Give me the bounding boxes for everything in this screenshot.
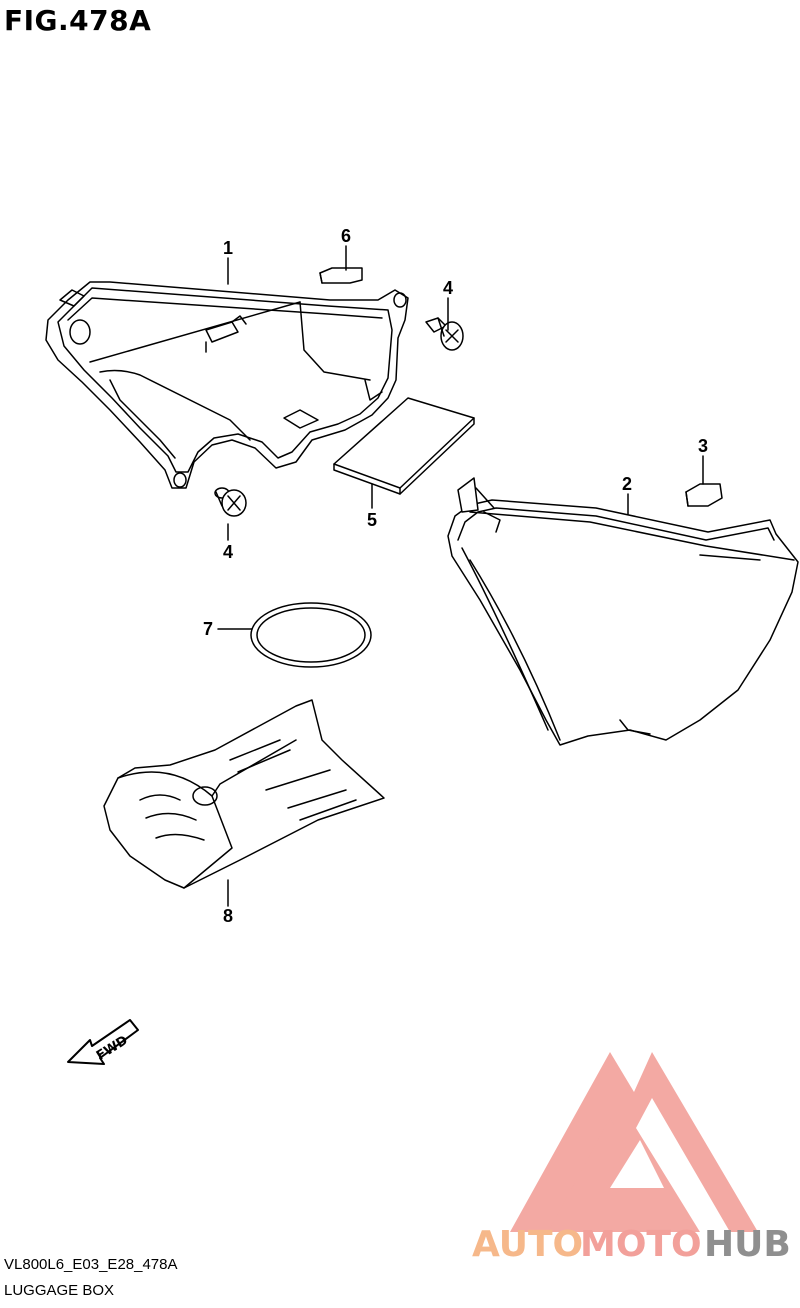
callout-4-lower: 4 (223, 542, 233, 562)
part-3-plate[interactable] (685, 483, 723, 507)
part-4-bolt-lower[interactable] (214, 487, 247, 517)
part-4-bolt-upper[interactable] (425, 317, 464, 351)
part-6-pad[interactable] (319, 267, 363, 284)
svg-text:AUTO: AUTO (472, 1224, 583, 1265)
callout-1: 1 (223, 238, 233, 258)
callout-4-upper: 4 (443, 278, 453, 298)
part-8-cover[interactable] (103, 699, 385, 889)
diagram-code: VL800L6_E03_E28_478A (4, 1256, 178, 1273)
part-7-ring[interactable] (250, 602, 372, 668)
callout-8: 8 (223, 906, 233, 926)
callout-7: 7 (203, 619, 213, 639)
diagram-caption: LUGGAGE BOX (4, 1282, 115, 1299)
callout-2: 2 (622, 474, 632, 494)
watermark-logo-icon (510, 1052, 758, 1232)
svg-text:HUB: HUB (704, 1224, 791, 1265)
callout-6: 6 (341, 226, 351, 246)
fwd-arrow-icon: FWD (67, 1019, 139, 1065)
part-5-sheet[interactable] (333, 397, 475, 495)
svg-text:MOTO: MOTO (580, 1224, 702, 1265)
callout-3: 3 (698, 436, 708, 456)
part-1-luggage-box[interactable] (45, 281, 409, 489)
part-2-lid[interactable] (447, 477, 799, 746)
figure-title: FIG.478A (4, 4, 152, 37)
callout-5: 5 (367, 510, 377, 530)
watermark-brand-text: AUTO MOTO HUB (472, 1224, 791, 1265)
